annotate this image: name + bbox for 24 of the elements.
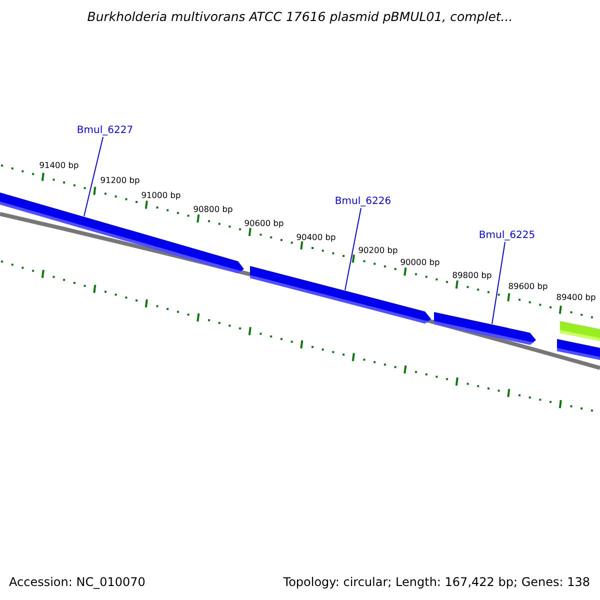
gene-feature-bar — [434, 312, 536, 345]
leader-line — [492, 242, 506, 324]
scale-label: 90800 bp — [193, 205, 233, 214]
scale-label: 89600 bp — [508, 282, 548, 290]
leader-line — [344, 208, 362, 291]
scale-label: 91000 bp — [141, 191, 181, 200]
gene-label: Bmul_6226 — [334, 197, 392, 207]
title: Burkholderia multivorans ATCC 17616 plasmid pBMUL01, complet... — [86, 11, 514, 24]
scale-label: 90400 bp — [296, 233, 336, 242]
scale-label: 89800 bp — [452, 271, 492, 280]
gene-feature-bar — [250, 266, 431, 324]
gene-feature-bar — [560, 321, 600, 342]
gene-label: Bmul_6225 — [478, 231, 536, 241]
scale-label: 90200 bp — [358, 246, 398, 254]
gene-label: Bmul_6227 — [76, 126, 134, 136]
summary-text: Topology: circular; Length: 167,422 bp; Genes: 138 — [283, 576, 590, 588]
gene-feature-bar — [557, 339, 600, 361]
accession-text: Accession: NC_010070 — [9, 576, 146, 588]
scale-label: 89400 bp — [556, 293, 596, 302]
leader-line — [84, 136, 104, 217]
scale-label: 91200 bp — [100, 176, 140, 184]
scale-label: 90000 bp — [400, 258, 440, 266]
scale-label: 91400 bp — [39, 161, 79, 170]
gene-feature-bar — [0, 191, 244, 274]
